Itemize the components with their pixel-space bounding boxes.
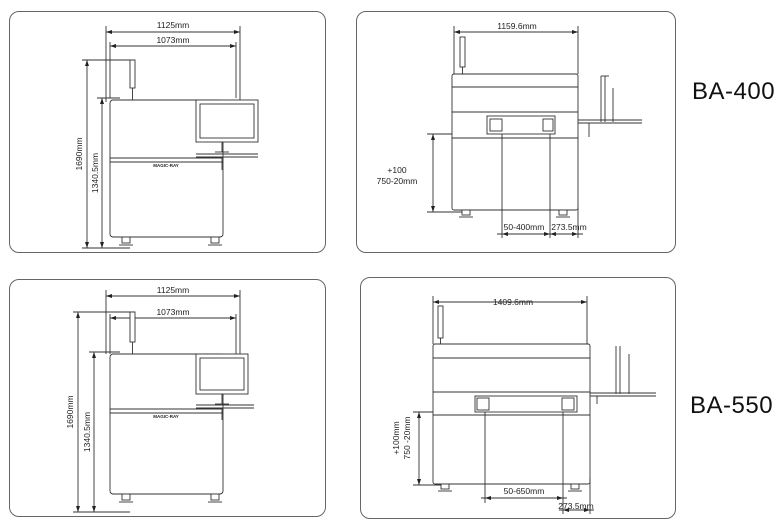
ba550-front-view-panel: 1125mm 1073mm 1690mm 1340.5mm MAGIC-RAY [9, 279, 326, 517]
ba400-rail-height-label-1: +100 [387, 165, 406, 175]
ba400-width-adjust-label: 50-400mm [504, 222, 545, 232]
ba550-rail-offset-label: 273.5mm [558, 501, 593, 511]
ba400-side-total-width-label: 1159.6mm [497, 21, 537, 31]
ba550-rail-height-label-2: 750 -20mm [402, 417, 412, 460]
ba550-rail-height-label-1: +100mm [391, 421, 401, 454]
ba400-side-view-drawing: 1159.6mm +100 750-20mm 50-400mm 273.5mm [377, 21, 642, 238]
ba550-total-width-label: 1125mm [157, 285, 189, 295]
ba400-body-width-label: 1073mm [156, 35, 189, 45]
ba400-side-view-panel: 1159.6mm +100 750-20mm 50-400mm 273.5mm [356, 11, 676, 253]
ba400-rail-offset-label: 273.5mm [551, 222, 586, 232]
ba550-side-total-width-label: 1409.6mm [493, 297, 533, 307]
ba400-model-label: BA-400 [692, 78, 776, 105]
ba550-front-brand-label: MAGIC-RAY [153, 414, 179, 419]
ba550-side-view-panel: 1409.6mm +100mm 750 -20mm 50-650mm 273.5… [360, 277, 676, 519]
ba550-model-label: BA-550 [690, 392, 774, 419]
ba550-body-width-label: 1073mm [156, 307, 189, 317]
ba400-front-brand-label: MAGIC-RAY [153, 163, 179, 168]
ba400-total-height-label: 1690mm [74, 137, 84, 170]
ba400-front-view-panel: 1125mm 1073mm 1690mm 1340.5mm MAGIC-RAY [9, 11, 326, 253]
ba550-side-view-drawing: 1409.6mm +100mm 750 -20mm 50-650mm 273.5… [391, 296, 656, 514]
ba550-body-height-label: 1340.5mm [82, 412, 92, 452]
ba550-front-view-drawing: 1125mm 1073mm 1690mm 1340.5mm MAGIC-RAY [65, 285, 254, 513]
ba400-body-height-label: 1340.5mm [90, 153, 100, 193]
ba550-width-adjust-label: 50-650mm [504, 486, 545, 496]
ba400-rail-height-label-2: 750-20mm [377, 176, 418, 186]
ba400-front-view-drawing: 1125mm 1073mm 1690mm 1340.5mm MAGIC-RAY [74, 20, 259, 249]
ba400-total-width-label: 1125mm [157, 20, 189, 30]
ba550-total-height-label: 1690mm [65, 395, 75, 428]
